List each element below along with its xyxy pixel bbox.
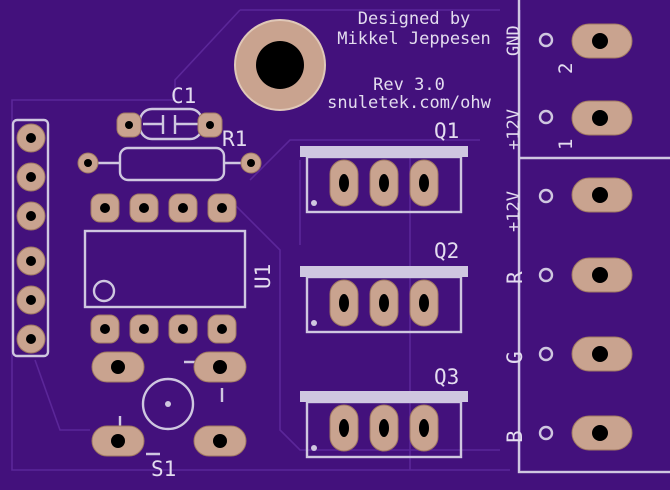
trace-route-2 (34, 139, 480, 431)
credit-line-2: Mikkel Jeppesen (337, 29, 491, 49)
trace-route (229, 150, 500, 470)
pin-r-label: R (503, 271, 527, 284)
pin-2-label: GND (504, 25, 524, 56)
url-label: snuletek.com/ohw (327, 93, 492, 113)
switch-s1[interactable]: S1 (91, 351, 247, 481)
label-q1: Q1 (434, 119, 459, 143)
mounting-hole (234, 19, 326, 111)
pin-g-label: G (503, 351, 527, 364)
label-q2: Q2 (434, 239, 459, 263)
ic-u1: U1 (83, 193, 275, 344)
label-u1: U1 (251, 264, 275, 289)
label-s1: S1 (151, 457, 176, 481)
pin-b-label: B (503, 430, 527, 443)
label-q3: Q3 (434, 365, 459, 389)
connector-rgb-bottom: +12V R G B (503, 177, 633, 451)
label-c1: C1 (171, 84, 196, 108)
pin-1-label: +12V (504, 109, 524, 150)
terminal-block (517, 0, 670, 474)
credit-line-1: Designed by (358, 9, 471, 29)
resistor-r1: R1 (77, 127, 262, 182)
pin-2-number: 2 (555, 63, 577, 74)
pin-1-number: 1 (555, 139, 577, 150)
capacitor-c1: C1 (116, 84, 223, 141)
pin-header-left (11, 118, 50, 358)
pin-v-label: +12V (504, 191, 524, 232)
transistor-q1: Q1 (300, 119, 468, 214)
transistor-q2: Q2 (300, 239, 468, 334)
transistor-q3: Q3 (300, 365, 468, 459)
label-r1: R1 (222, 127, 247, 151)
connector-power-top: 2 1 GND +12V (504, 23, 633, 150)
revision-label: Rev 3.0 (373, 75, 445, 95)
